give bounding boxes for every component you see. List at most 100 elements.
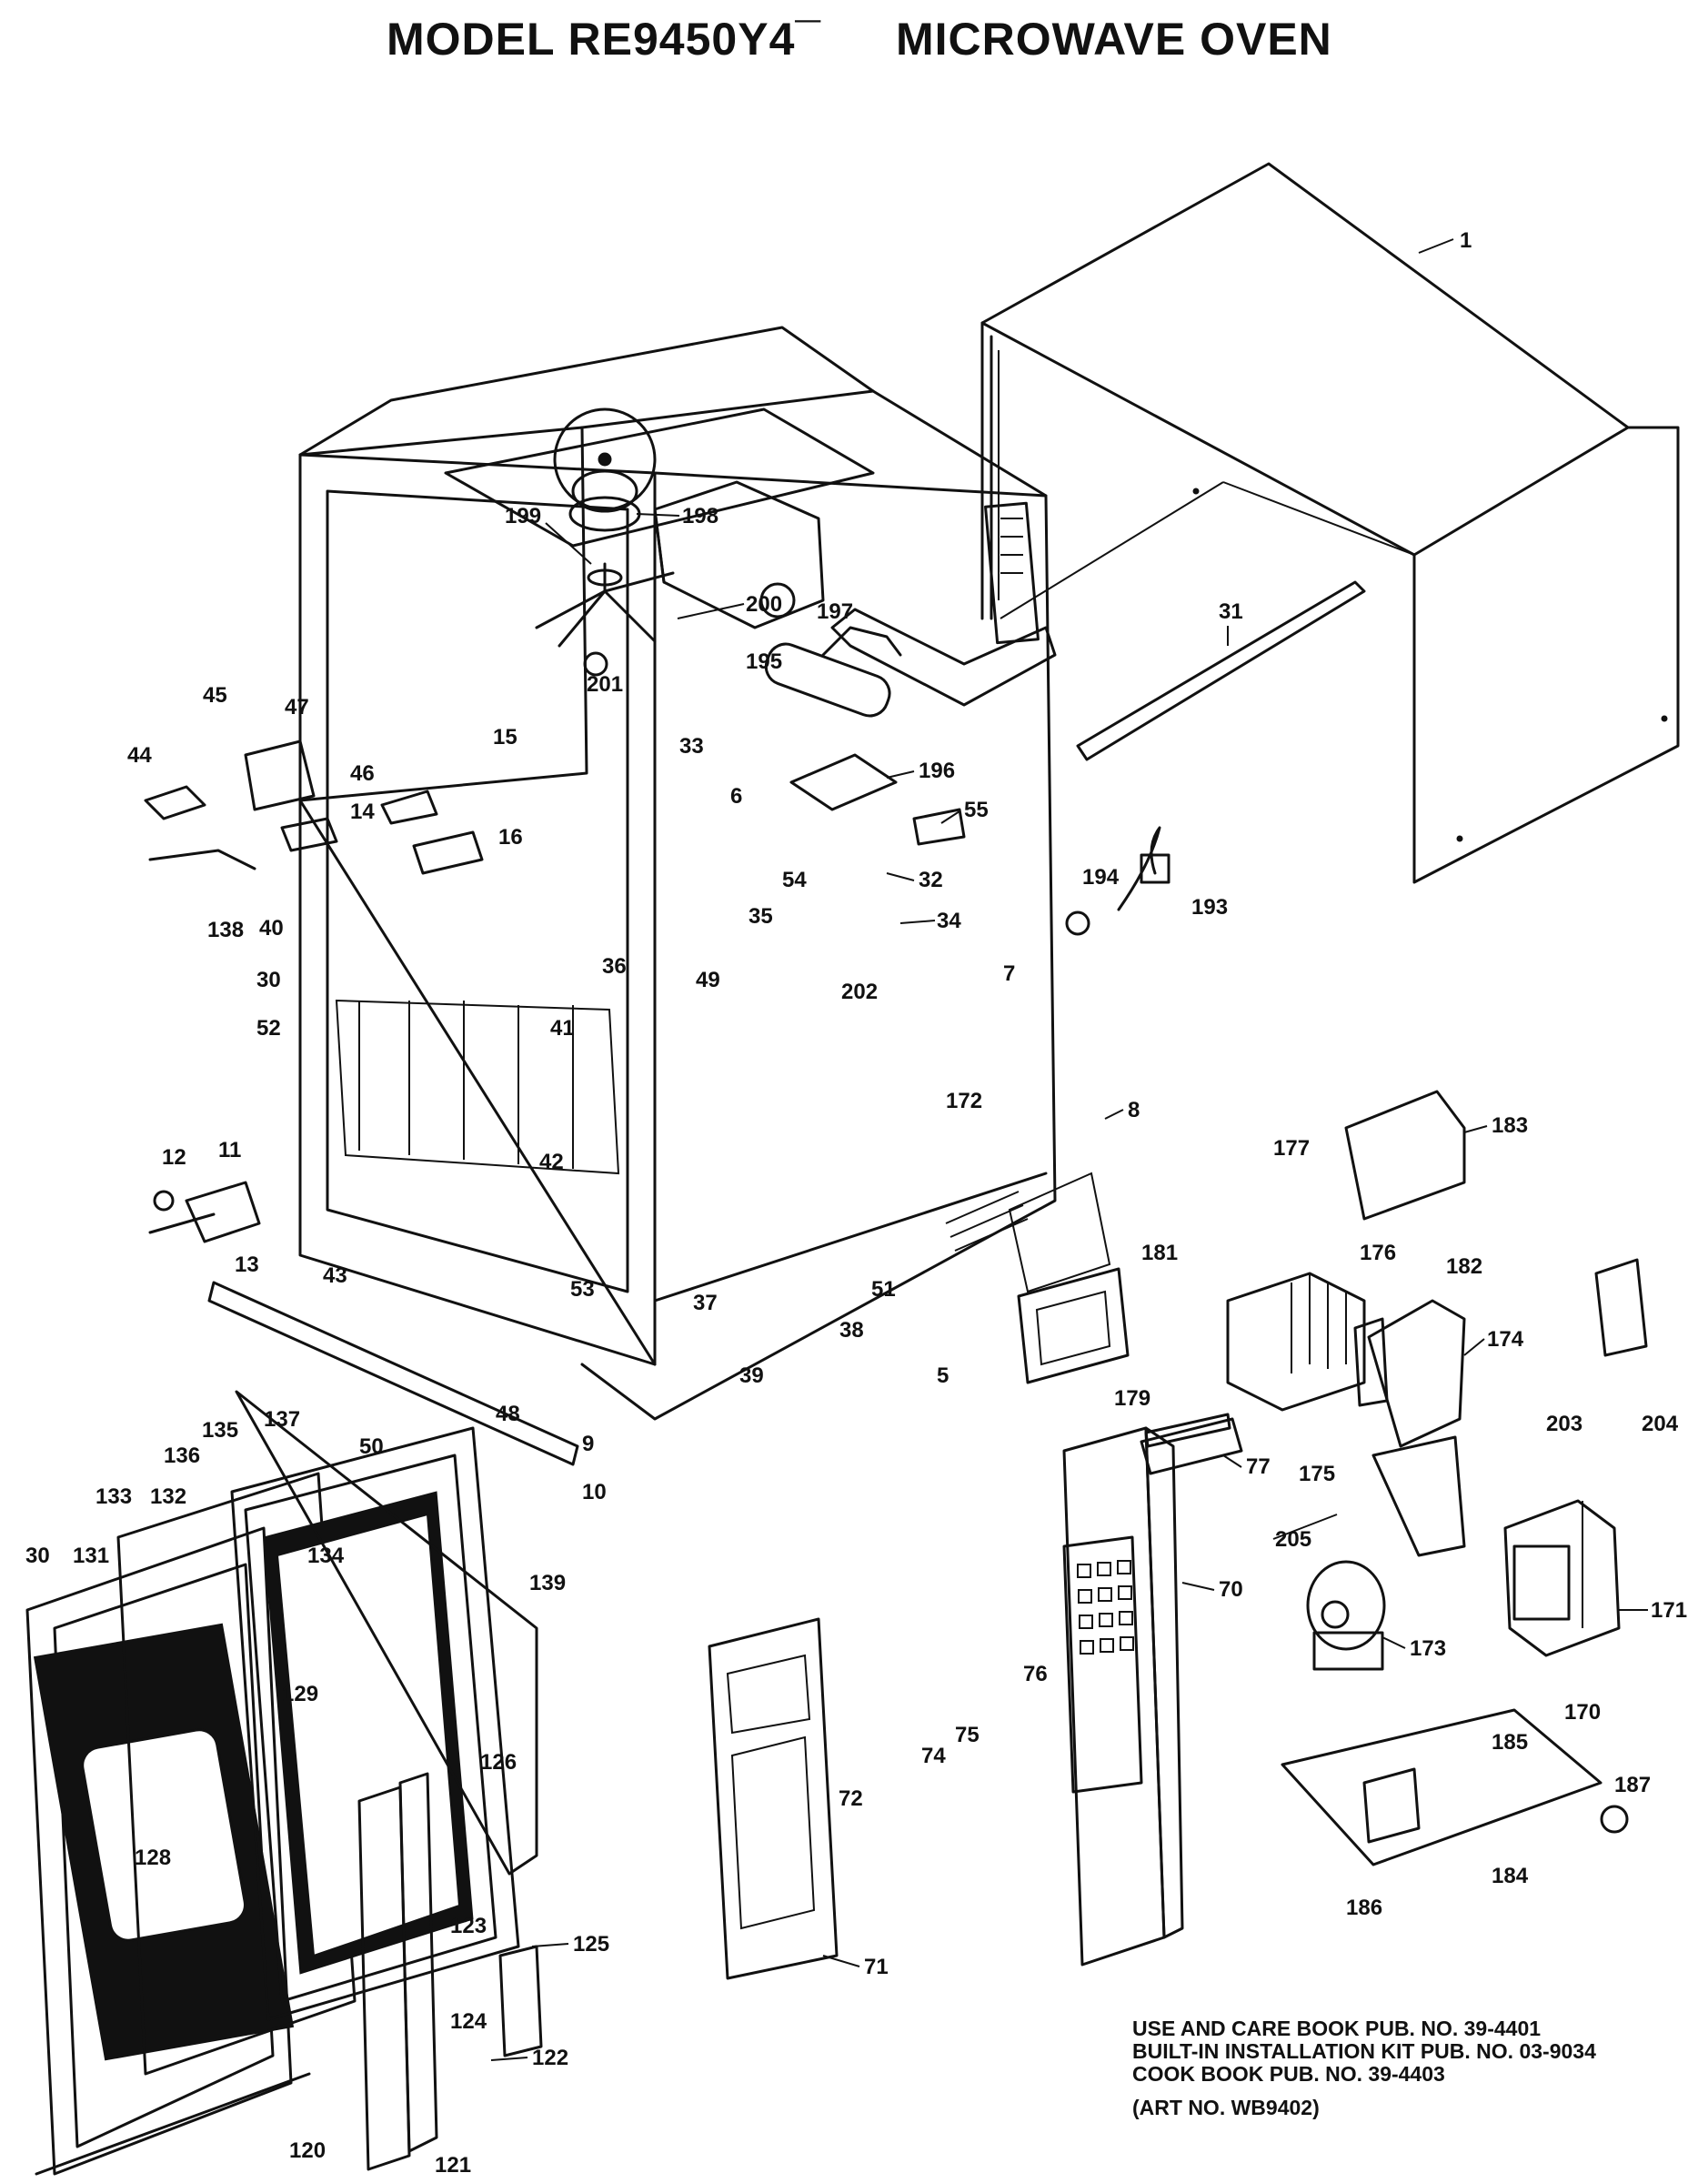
label-52: 52 — [256, 1016, 281, 1041]
label-55: 55 — [964, 798, 989, 822]
publication-notes: USE AND CARE BOOK PUB. NO. 39-4401 BUILT… — [1132, 2017, 1596, 2119]
front-bottom-rail — [207, 1281, 579, 1466]
front-cover — [1344, 1090, 1466, 1221]
magnetron — [1226, 1272, 1366, 1412]
label-187: 187 — [1614, 1773, 1651, 1797]
label-128: 128 — [135, 1846, 171, 1870]
label-139: 139 — [529, 1571, 566, 1595]
label-34: 34 — [937, 909, 961, 933]
leader-lines — [490, 238, 1648, 2061]
label-196: 196 — [919, 759, 955, 783]
label-197: 197 — [817, 599, 853, 624]
label-77: 77 — [1246, 1454, 1271, 1479]
fuse-holder — [1017, 1267, 1130, 1384]
bottom-rail — [1076, 580, 1366, 761]
label-183: 183 — [1492, 1113, 1528, 1138]
label-121: 121 — [435, 2153, 471, 2178]
label-201: 201 — [587, 672, 623, 697]
label-9: 9 — [582, 1432, 594, 1456]
blower-fan — [1306, 1560, 1386, 1671]
label-30-cavity: 30 — [256, 968, 281, 992]
label-179: 179 — [1114, 1386, 1150, 1411]
label-184: 184 — [1492, 1864, 1529, 1888]
part-labels: 1 198 199 200 201 197 195 196 55 32 34 5… — [25, 228, 1687, 2178]
hinge-parts — [148, 1181, 261, 1243]
label-47: 47 — [285, 695, 309, 719]
label-177: 177 — [1273, 1136, 1310, 1161]
label-137: 137 — [264, 1407, 300, 1432]
label-13: 13 — [235, 1252, 259, 1277]
label-170: 170 — [1564, 1700, 1601, 1725]
label-36: 36 — [602, 954, 627, 979]
label-204: 204 — [1642, 1412, 1679, 1436]
label-39: 39 — [739, 1363, 764, 1388]
latch-parts — [144, 739, 484, 875]
label-203: 203 — [1546, 1412, 1582, 1436]
label-202: 202 — [841, 980, 878, 1004]
control-bracket — [830, 501, 1057, 707]
label-8: 8 — [1128, 1098, 1140, 1122]
label-35: 35 — [749, 904, 773, 929]
label-200: 200 — [746, 592, 782, 617]
label-186: 186 — [1346, 1896, 1382, 1920]
label-75: 75 — [955, 1723, 980, 1747]
relay-board — [1281, 1708, 1629, 1866]
model-title: MODEL RE9450Y4¯ — [387, 14, 821, 65]
label-1: 1 — [1460, 228, 1472, 253]
label-33: 33 — [679, 734, 704, 759]
label-51: 51 — [871, 1277, 896, 1302]
label-43: 43 — [323, 1263, 347, 1288]
label-45: 45 — [203, 683, 227, 708]
door-assembly — [25, 1390, 543, 2176]
label-49: 49 — [696, 968, 720, 992]
label-129: 129 — [282, 1682, 318, 1706]
label-70: 70 — [1219, 1577, 1243, 1602]
label-136: 136 — [164, 1444, 200, 1468]
label-175: 175 — [1299, 1462, 1335, 1486]
label-171: 171 — [1651, 1598, 1687, 1623]
power-cord — [1065, 826, 1170, 936]
label-120: 120 — [289, 2138, 326, 2163]
label-32: 32 — [919, 868, 943, 892]
stirrer-assembly — [535, 469, 675, 677]
label-195: 195 — [746, 649, 782, 674]
label-74: 74 — [921, 1744, 946, 1768]
oven-cavity — [298, 326, 1111, 1421]
label-181: 181 — [1141, 1241, 1178, 1265]
label-37: 37 — [693, 1291, 718, 1315]
label-6: 6 — [730, 784, 742, 809]
label-53: 53 — [570, 1277, 595, 1302]
control-panel — [1062, 1417, 1243, 1967]
label-132: 132 — [150, 1484, 186, 1509]
label-199: 199 — [505, 504, 541, 528]
label-126: 126 — [480, 1750, 517, 1775]
label-54: 54 — [782, 868, 807, 892]
label-14: 14 — [350, 800, 375, 824]
label-172: 172 — [946, 1089, 982, 1113]
label-50: 50 — [359, 1434, 384, 1459]
label-40: 40 — [259, 916, 284, 941]
control-frame — [708, 1617, 839, 1980]
label-198: 198 — [682, 504, 718, 528]
pub-use-and-care: USE AND CARE BOOK PUB. NO. 39-4401 — [1132, 2017, 1542, 2040]
label-15: 15 — [493, 725, 517, 749]
pub-built-in-kit: BUILT-IN INSTALLATION KIT PUB. NO. 03-90… — [1132, 2039, 1596, 2063]
pub-cook-book: COOK BOOK PUB. NO. 39-4403 — [1132, 2062, 1445, 2086]
label-138: 138 — [207, 918, 244, 942]
label-193: 193 — [1191, 895, 1228, 920]
label-124: 124 — [450, 2009, 487, 2034]
label-12: 12 — [162, 1145, 186, 1170]
label-135: 135 — [202, 1418, 238, 1443]
label-174: 174 — [1487, 1327, 1524, 1352]
label-133: 133 — [95, 1484, 132, 1509]
air-duct — [1353, 1299, 1466, 1557]
keypad-strip — [1144, 1413, 1231, 1448]
label-173: 173 — [1410, 1636, 1446, 1661]
art-number: (ART NO. WB9402) — [1132, 2096, 1320, 2119]
label-71: 71 — [864, 1955, 889, 1979]
waveguide-cover — [653, 480, 825, 629]
label-7: 7 — [1003, 961, 1015, 986]
label-30-door: 30 — [25, 1544, 50, 1568]
label-16: 16 — [498, 825, 523, 850]
